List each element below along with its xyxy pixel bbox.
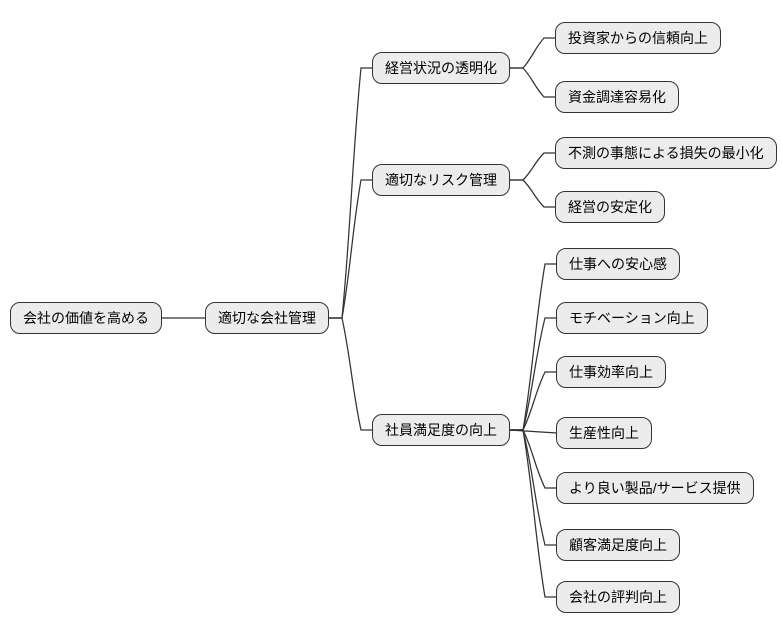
node-fundraising: 資金調達容易化 [555,81,679,113]
node-reputation: 会社の評判向上 [556,581,680,613]
node-efficiency: 仕事効率向上 [556,356,666,388]
node-productivity: 生産性向上 [556,417,652,449]
node-motivation: モチベーション向上 [556,302,708,334]
node-satisfaction: 社員満足度の向上 [372,414,510,446]
node-transparency: 経営状況の透明化 [372,52,510,84]
edge-satisfaction-security [508,263,558,431]
edge-transparency-fundraising [508,67,557,98]
edge-transparency-investor_trust [508,37,557,69]
node-security: 仕事への安心感 [556,248,680,280]
node-risk: 適切なリスク管理 [372,164,510,196]
edge-risk-stability [508,179,557,208]
node-mgmt: 適切な会社管理 [205,302,329,334]
node-loss_min: 不測の事態による損失の最小化 [555,137,777,169]
edge-satisfaction-motivation [508,317,558,431]
node-investor_trust: 投資家からの信頼向上 [555,22,721,54]
edge-mgmt-transparency [327,67,374,319]
edge-mgmt-satisfaction [327,317,374,431]
edge-mgmt-risk [327,179,374,319]
node-customer_sat: 顧客満足度向上 [556,529,680,561]
node-root: 会社の価値を高める [10,302,162,334]
node-better_products: より良い製品/サービス提供 [556,472,754,504]
node-stability: 経営の安定化 [555,191,665,223]
edge-risk-loss_min [508,152,557,181]
edge-satisfaction-reputation [508,429,558,598]
